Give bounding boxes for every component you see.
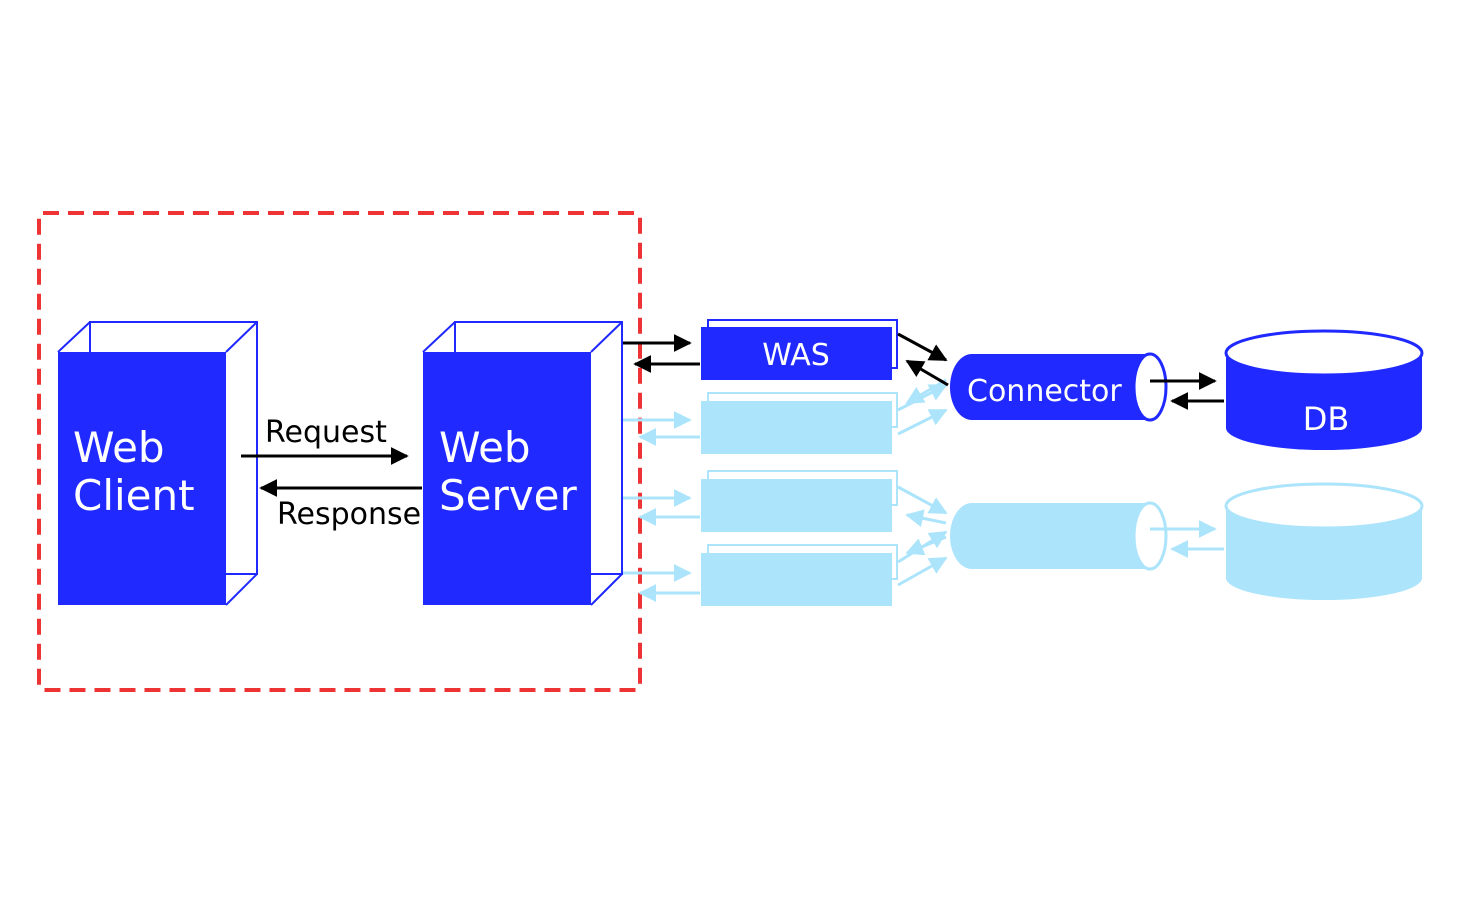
connector-node: Connector [950, 352, 1168, 422]
faded-was-instance [701, 544, 898, 606]
faded-arrows-connector-db [1150, 520, 1224, 558]
was-node: WAS [701, 319, 898, 380]
faded-arrows-server-was [623, 411, 700, 602]
request-label: Request [265, 415, 387, 450]
faded-was-instance [701, 470, 898, 532]
web-client-label-line1: Web [73, 423, 165, 472]
response-label: Response [277, 497, 421, 532]
connector-to-was-arrow [905, 359, 949, 387]
was-to-connector-arrow [897, 332, 948, 362]
faded-connector [950, 501, 1168, 571]
web-client-node: Web Client [57, 321, 258, 606]
faded-arrows-was-connector [897, 378, 948, 587]
web-server-label-line1: Web [439, 423, 531, 472]
was-label: WAS [762, 338, 830, 373]
faded-was-instance [701, 392, 898, 454]
faded-db [1224, 482, 1424, 600]
highlight-boundary [37, 211, 642, 692]
db-label: DB [1303, 400, 1350, 438]
db-node: DB [1224, 329, 1424, 450]
web-server-node: Web Server [422, 321, 623, 606]
connector-label: Connector [967, 374, 1122, 409]
web-server-label-line2: Server [439, 471, 577, 520]
web-client-label-line2: Client [73, 471, 195, 520]
